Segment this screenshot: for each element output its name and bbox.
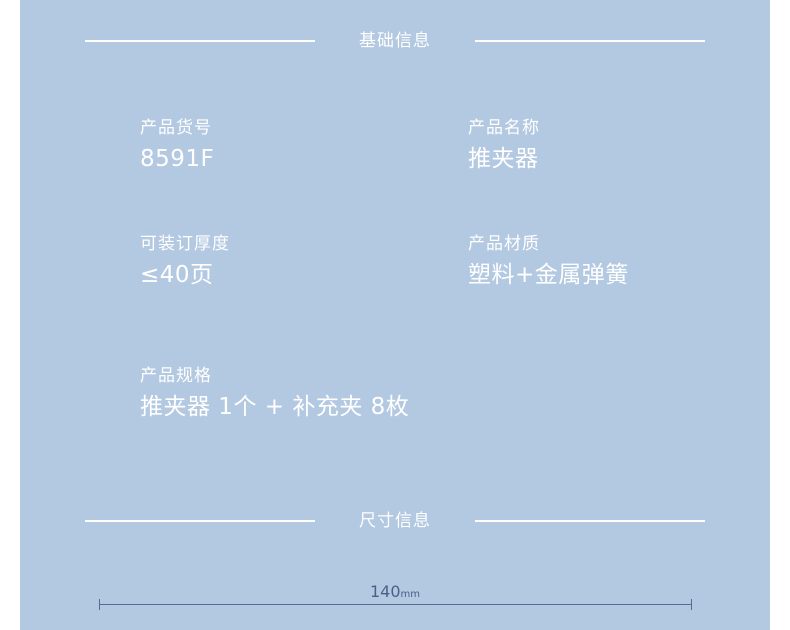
field-specification: 产品规格 推夹器 1个 + 补充夹 8枚 [140, 364, 409, 424]
dimension-value: 140 [369, 582, 401, 601]
divider-left [85, 520, 315, 522]
size-info-title: 尺寸信息 [359, 511, 431, 531]
basic-info-title: 基础信息 [359, 31, 431, 51]
field-value: 8591F [140, 146, 215, 172]
dimension-tick-left [99, 599, 100, 610]
field-label: 产品材质 [468, 234, 540, 254]
divider-left [85, 40, 315, 42]
field-label: 可装订厚度 [140, 234, 230, 254]
size-info-header: 尺寸信息 [20, 506, 770, 536]
field-product-name: 产品名称 推夹器 [468, 116, 540, 176]
dimension-label: 140mm [345, 582, 445, 605]
basic-info-header: 基础信息 [20, 26, 770, 56]
field-label: 产品名称 [468, 118, 540, 138]
field-value: 推夹器 [468, 146, 539, 172]
field-binding-capacity: 可装订厚度 ≤40页 [140, 232, 230, 292]
field-material: 产品材质 塑料+金属弹簧 [468, 232, 629, 292]
dimension-tick-right [691, 599, 692, 610]
field-label: 产品规格 [140, 366, 212, 386]
width-dimension: 140mm [20, 580, 770, 620]
product-info-panel: 基础信息 产品货号 8591F 产品名称 推夹器 可装订厚度 ≤40页 产品材质… [20, 0, 770, 630]
field-value: ≤40页 [140, 262, 214, 288]
divider-right [475, 40, 705, 42]
field-label: 产品货号 [140, 118, 212, 138]
divider-right [475, 520, 705, 522]
field-value: 推夹器 1个 + 补充夹 8枚 [140, 394, 410, 420]
dimension-line [100, 604, 691, 605]
field-value: 塑料+金属弹簧 [468, 262, 629, 288]
field-product-code: 产品货号 8591F [140, 116, 214, 176]
dimension-unit: mm [400, 589, 421, 600]
